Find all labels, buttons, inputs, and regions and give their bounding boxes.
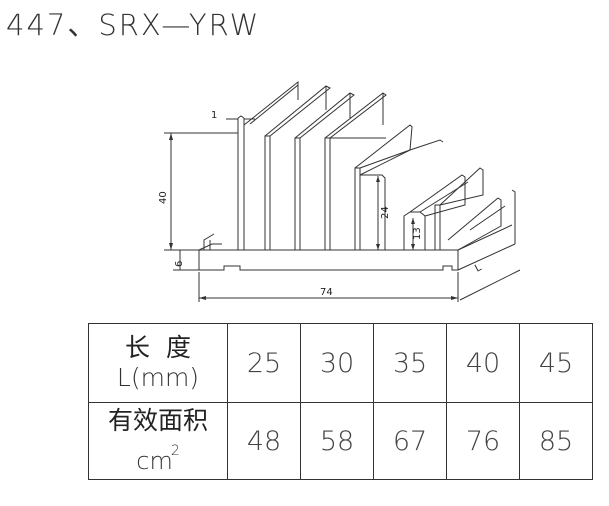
area-value-4: 76: [446, 402, 520, 480]
length-header: 长 度 L(mm): [88, 323, 228, 403]
table-row-area: 有效面积 cm2 48 58 67 76 85: [88, 402, 593, 480]
area-unit: cm2: [89, 436, 227, 476]
length-value-1: 25: [227, 323, 301, 403]
area-unit-sup: 2: [170, 443, 180, 459]
dim-height: 40: [158, 191, 169, 204]
length-label: 长 度: [125, 333, 191, 362]
dim-fin-thickness: 1: [211, 110, 217, 121]
area-value-5: 85: [519, 402, 593, 480]
dim-width: 74: [320, 287, 333, 298]
length-value-4: 40: [446, 323, 520, 403]
dim-small-fin: 13: [412, 227, 423, 240]
area-value-2: 58: [300, 402, 374, 480]
spec-table: 长 度 L(mm) 25 30 35 40 45 有效面积 cm2 48 58 …: [88, 323, 593, 480]
page-title: 447、SRX—YRW: [6, 8, 261, 42]
area-value-3: 67: [373, 402, 447, 480]
length-value-5: 45: [519, 323, 593, 403]
area-label: 有效面积: [107, 406, 208, 435]
length-unit: L(mm): [116, 363, 200, 392]
length-value-2: 30: [300, 323, 374, 403]
length-value-3: 35: [373, 323, 447, 403]
dim-base: 6: [174, 261, 185, 267]
area-value-1: 48: [227, 402, 301, 480]
table-row-length: 长 度 L(mm) 25 30 35 40 45: [88, 323, 593, 403]
dim-mid-fin: 24: [380, 206, 391, 219]
area-header: 有效面积 cm2: [88, 402, 228, 480]
dim-length: L: [473, 262, 483, 275]
heatsink-drawing: 1 40 6 24 13 74 L: [158, 80, 521, 302]
area-unit-base: cm: [136, 447, 173, 475]
